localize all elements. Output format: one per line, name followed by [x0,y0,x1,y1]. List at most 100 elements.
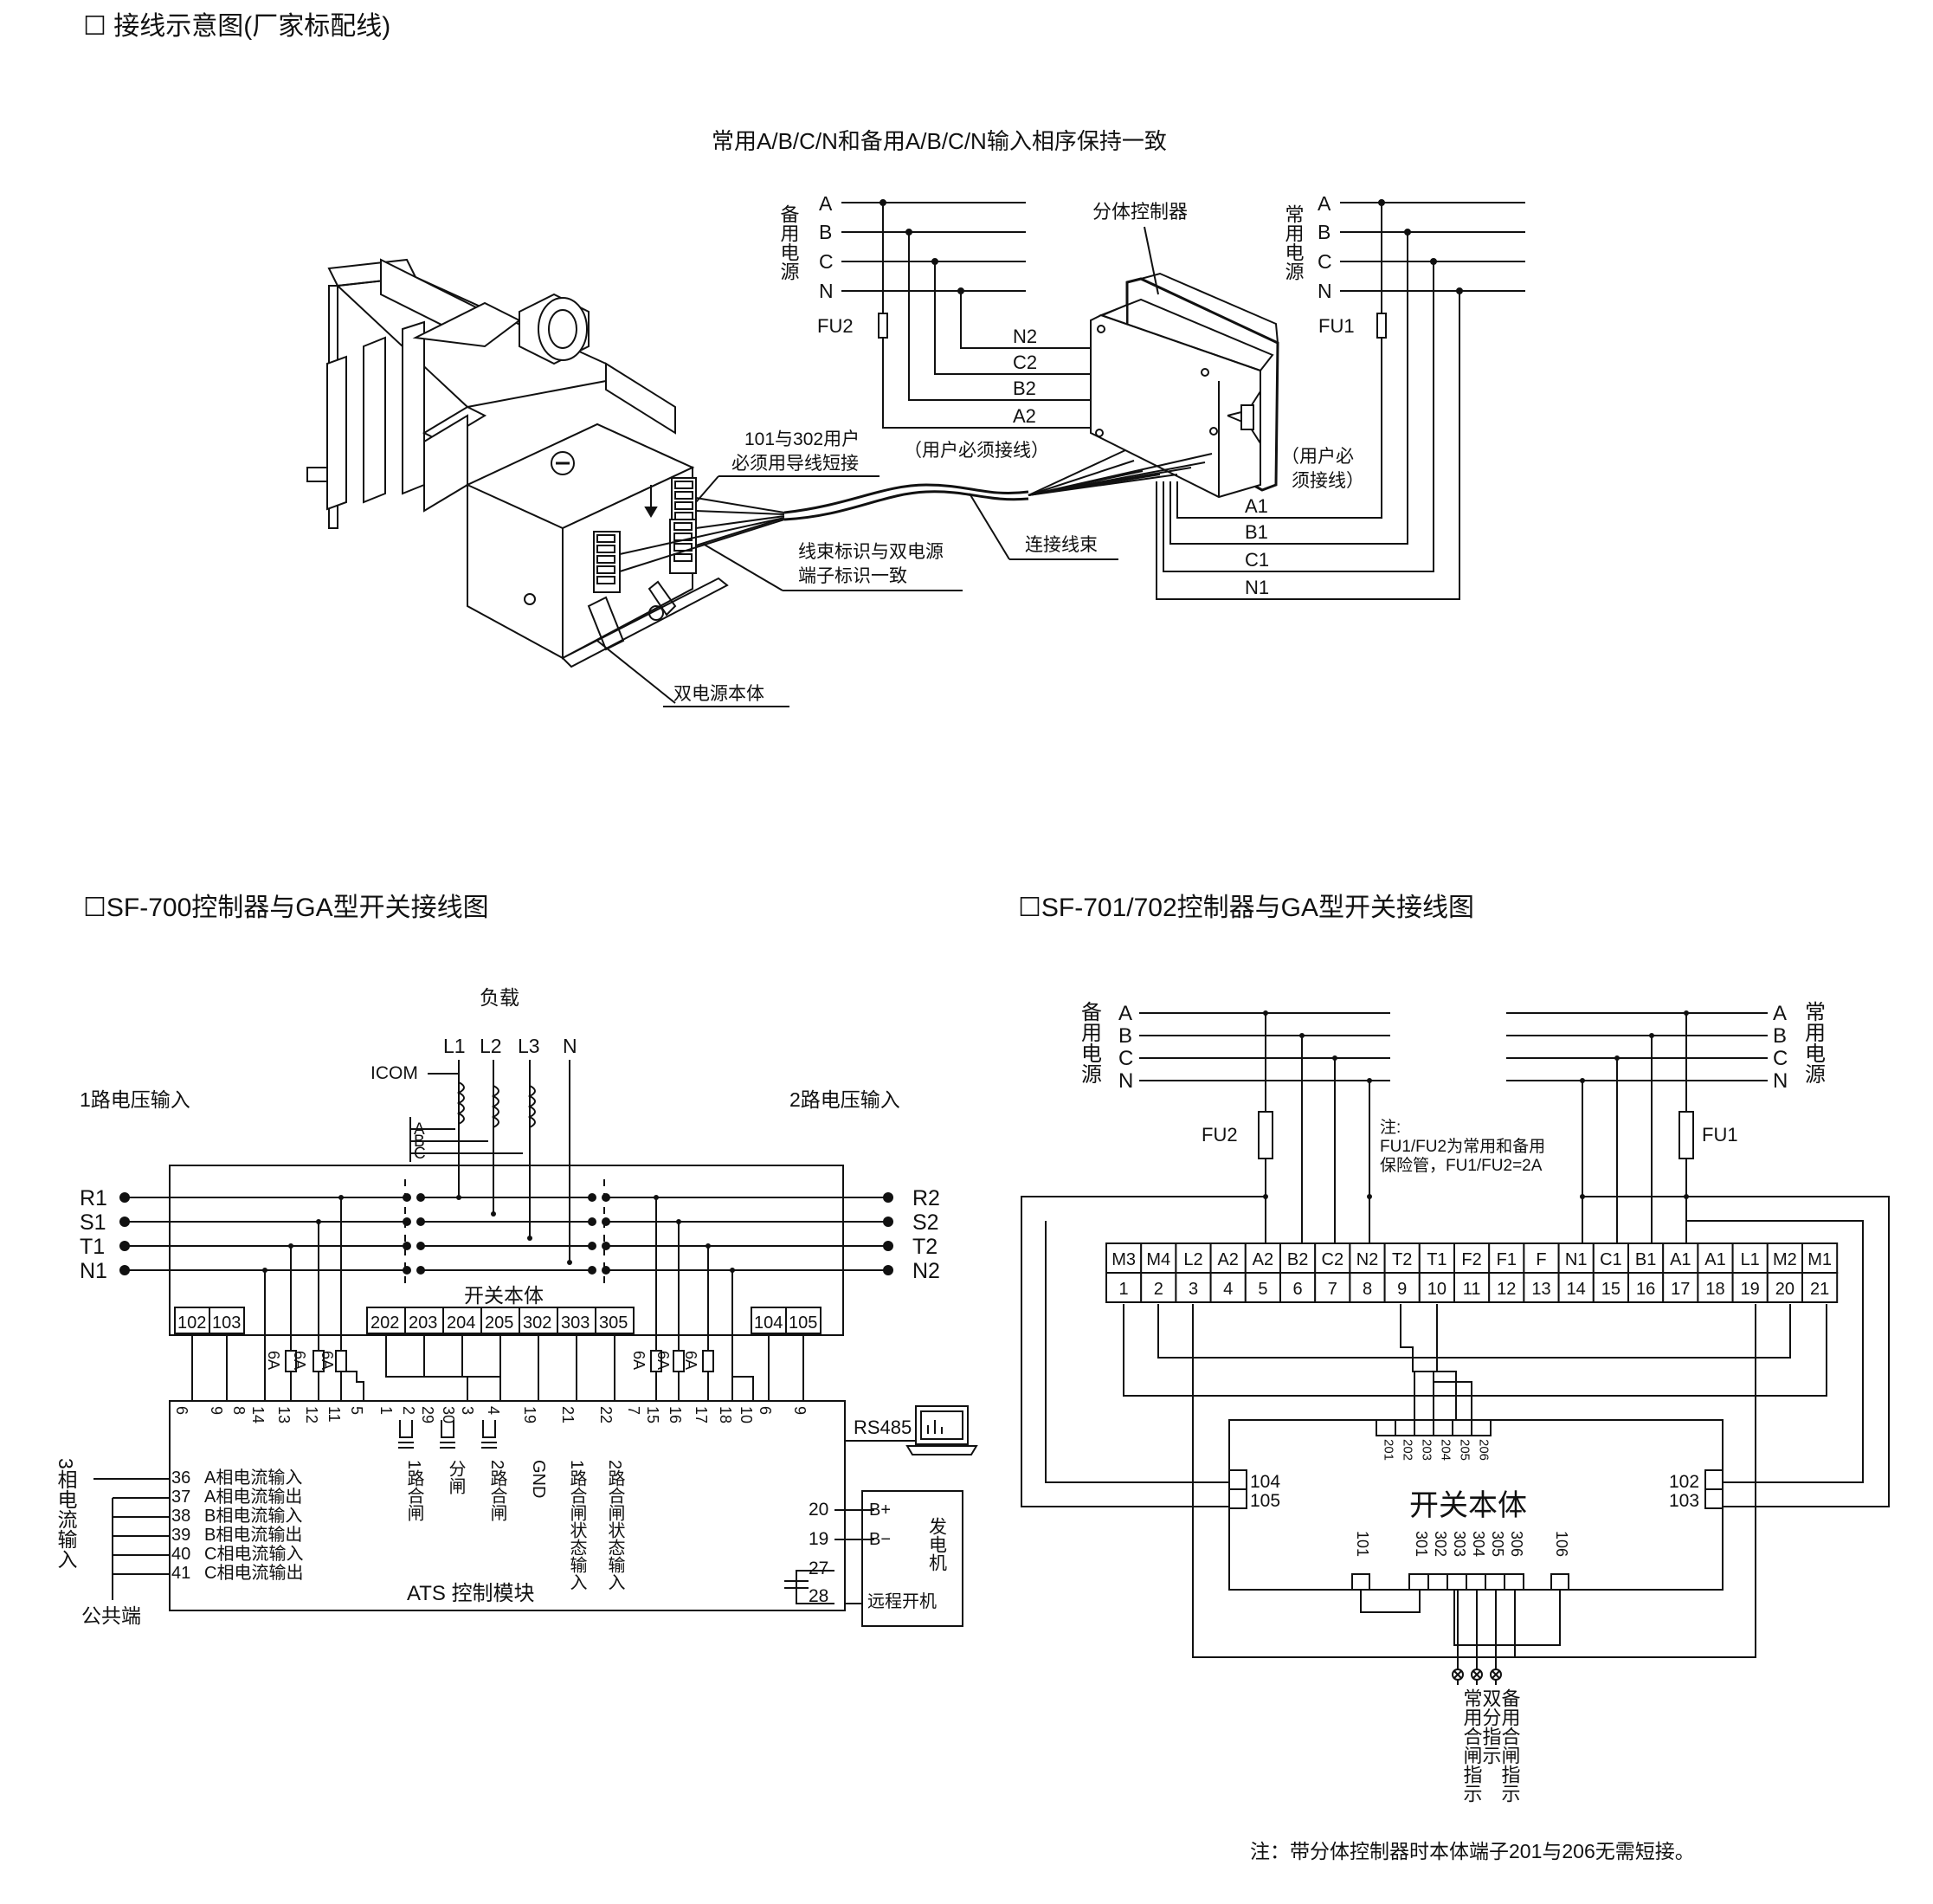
line-t1: T1 [80,1235,105,1259]
strip-cell [1801,1272,1839,1303]
mod-term: 21 [559,1406,577,1423]
backup-source-label: 备用电源 [778,204,800,281]
term-205: 205 [485,1313,513,1333]
fuse-1: 6A [265,1351,282,1370]
ct-term-num: 40 [171,1545,190,1564]
gen-term-19: 19 [809,1529,828,1549]
bottom-footnote: 注：带分体控制器时本体端子201与206无需短接。 [1250,1840,1695,1862]
wire-n1: N1 [1245,577,1269,598]
strip-terminal-name: F [1536,1250,1546,1269]
wire-c2: C2 [1013,352,1037,373]
line-s1: S1 [80,1210,106,1235]
strip-terminal-number: 18 [1705,1280,1724,1299]
short-note-line2: 必须用导线短接 [731,454,859,474]
strip-cell [1279,1272,1317,1303]
wire-c1: C1 [1245,549,1269,571]
body-left-104: 104 [1250,1472,1280,1492]
fuse-note-2: FU1/FU2为常用和备用 [1380,1137,1545,1156]
strip-cell [1592,1272,1630,1303]
strip-cell [1383,1272,1421,1303]
rs485-label: RS485 [854,1417,912,1438]
line-r1: R1 [80,1186,107,1210]
strip-terminal-number: 9 [1397,1280,1407,1299]
body-term: 101 [1354,1531,1371,1557]
term-303: 303 [561,1313,590,1333]
fu2-label: FU2 [817,315,854,337]
strip-cell [1731,1242,1769,1274]
body-term: 202 [1401,1439,1415,1461]
strip-terminal-name: N2 [1356,1250,1379,1269]
input2-label: 2路电压输入 [789,1088,900,1111]
strip-terminal-number: 2 [1154,1280,1163,1299]
mod-term: 9 [791,1406,809,1415]
user-must-wire-right-1: （用户必 [1281,447,1354,467]
strip-terminal-name: T2 [1392,1250,1412,1269]
load-label: 负载 [480,986,519,1009]
func-status-2: 2路合闸状态输入 [605,1460,625,1591]
func-open: 分闸 [446,1460,466,1494]
strip-cell [1140,1242,1177,1274]
ats-module-frame [169,1400,846,1611]
ct-term-num: 41 [171,1564,190,1583]
body-term: 302 [1432,1531,1449,1557]
ct-term-num: 36 [171,1468,190,1488]
normal-phase-a: A [1318,192,1331,215]
harness-note-line1: 线束标识与双电源 [798,542,944,562]
icom-label: ICOM [370,1063,418,1083]
strip-cell [1731,1272,1769,1303]
strip-terminal-number: 7 [1328,1280,1337,1299]
mod-term: 6 [757,1406,774,1415]
indicator-backup: 备用合闸指示 [1499,1688,1521,1803]
bk-c: C [1118,1047,1133,1070]
strip-cell [1140,1272,1177,1303]
bk-n: N [1118,1069,1133,1093]
term-202: 202 [370,1313,399,1333]
mod-term: 19 [521,1406,538,1423]
mod-term: 10 [738,1406,755,1423]
line-r2: R2 [912,1186,940,1210]
fu2-fuse-3 [1258,1111,1273,1159]
mod-term: 6 [173,1406,190,1415]
load-l3: L3 [518,1035,540,1057]
backup-phase-c: C [819,250,834,273]
ct-term-num: 38 [171,1507,190,1526]
fuse-6: 6A [682,1351,699,1370]
normal-source-rails: 常用电源 A B C N FU1 A1 B1 C1 N1 （用户必 须接 [1156,192,1525,600]
strip-terminal-name: M2 [1773,1250,1797,1269]
bk-a: A [1118,1002,1132,1025]
wire-b1: B1 [1245,521,1268,543]
strip-cell [1209,1272,1247,1303]
strip-terminal-name: F1 [1497,1250,1517,1269]
switch-body-label: 双电源本体 [673,684,764,704]
strip-terminal-number: 17 [1671,1280,1690,1299]
indicator-dual-off: 双分指示 [1480,1688,1502,1765]
term-305: 305 [599,1313,628,1333]
wire-a1: A1 [1245,495,1268,517]
strip-terminal-number: 8 [1363,1280,1372,1299]
backup-source-label-3: 备用电源 [1078,1001,1102,1084]
fu1-label-3: FU1 [1702,1124,1738,1146]
term-204: 204 [447,1313,475,1333]
strip-terminal-name: T1 [1427,1250,1447,1269]
ct-input-label: 3相电流输入 [55,1458,78,1569]
strip-terminal-number: 3 [1189,1280,1198,1299]
body-right-103: 103 [1669,1491,1699,1511]
user-must-wire-right-2: 须接线） [1292,471,1364,491]
strip-cell [1801,1242,1839,1274]
mod-term: 5 [348,1406,365,1415]
strip-cell [1453,1272,1491,1303]
split-controller-label: 分体控制器 [1092,201,1188,223]
strip-terminal-number: 4 [1223,1280,1233,1299]
ct-term-label: C相电流输出 [204,1563,303,1583]
normal-phase-c: C [1318,250,1332,273]
ct-term-num: 37 [171,1488,190,1507]
func-close-1: 1路合闸 [404,1460,424,1521]
section-wiring-overview: ☐ 接线示意图(厂家标配线) 常用A/B/C/N和备用A/B/C/N输入相序保持… [83,12,1525,707]
normal-source-label-3: 常用电源 [1801,1001,1826,1084]
strip-terminal-number: 20 [1775,1280,1794,1299]
fu2-fuse [878,313,888,339]
strip-terminal-number: 14 [1567,1280,1586,1299]
nm-c: C [1773,1047,1788,1070]
body-terminals: 102 103 202 203 204 205 302 303 305 104 … [174,1307,822,1334]
